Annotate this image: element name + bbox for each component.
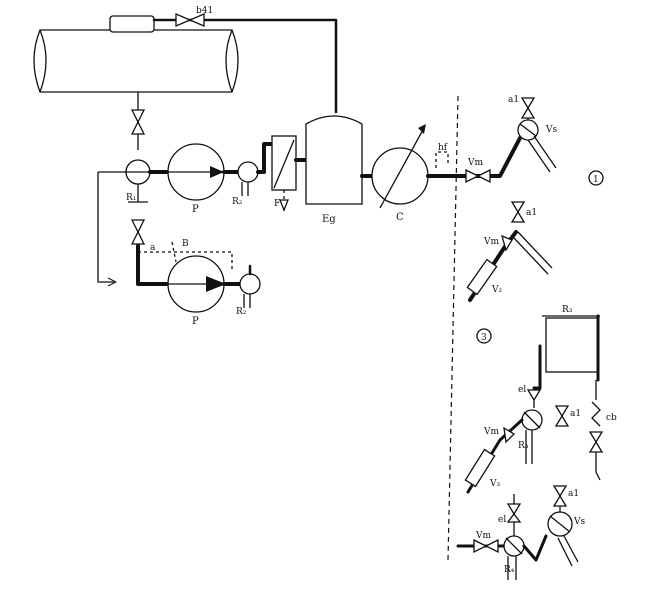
top-check-valve [175, 13, 205, 27]
tank-outlet-valve [130, 109, 146, 135]
vm-valve-4 [473, 538, 499, 554]
rotary-2b-label: R₂ [236, 307, 247, 317]
rotary-3-label: R₃ [518, 441, 529, 451]
el-1-label: el [518, 385, 526, 395]
rotary-1-label: R₁ [126, 193, 136, 203]
circle-2-marker [476, 328, 492, 344]
hf-tap [435, 151, 449, 168]
pipe-to-filter [256, 142, 274, 174]
v3-label: V₃ [489, 479, 500, 489]
r4-label: R₄ [504, 565, 515, 575]
bypass-label: B [182, 239, 189, 249]
vs-2-label: V₂ [491, 285, 502, 295]
filter-label: F [274, 199, 280, 209]
drain-line [97, 172, 114, 283]
vm-3-label: Vm [483, 427, 499, 437]
pump-1 [167, 143, 225, 201]
a-mark-label: a [150, 243, 156, 253]
pump-2-label: P [192, 316, 199, 327]
buffer-tank [305, 115, 363, 205]
rotary-selector-2b [239, 264, 261, 308]
vs-1-label: Vs [545, 125, 557, 135]
a1-2-label: a1 [526, 208, 537, 218]
pump-1-label: P [192, 204, 199, 215]
vm-2-label: Vm [483, 237, 499, 247]
flow-counter [371, 124, 429, 209]
bypass-valve [130, 219, 146, 245]
circle-2-label: 3 [481, 333, 487, 343]
vm-4-label: Vm [475, 531, 491, 541]
separator-line [447, 95, 459, 561]
vm-valve-1 [465, 168, 491, 184]
circle-1-marker [588, 170, 604, 186]
storage-tank [33, 15, 239, 93]
counter-label: C [396, 212, 404, 223]
a1-1-label: a1 [508, 95, 519, 105]
vs-4-label: Vs [573, 517, 585, 527]
a1-4-label: a1 [568, 489, 579, 499]
circle-1-label: 1 [593, 175, 599, 185]
drain-arrow [107, 277, 118, 287]
top-valve-label: b41 [196, 6, 213, 16]
pump-2-suction [136, 244, 172, 286]
buffer-tank-label: Eg [322, 214, 336, 225]
a1-3-label: a1 [570, 409, 581, 419]
cb-label: cb [606, 413, 617, 423]
rotary-2-label: R₂ [232, 197, 243, 207]
vm-valve-3 [503, 426, 516, 444]
hf-label: hf [438, 143, 448, 153]
pump-2 [167, 255, 226, 313]
option-4: Vm el R₄ a1 Vs [456, 485, 585, 580]
rotary-selector-2 [237, 161, 259, 196]
rotary-selector-1 [125, 159, 151, 185]
vm-valve-2 [501, 234, 513, 252]
option-3: R₃ cb el R₃ a1 Vm V₃ [464, 305, 617, 494]
bypass-line [138, 251, 233, 270]
el-2-label: el [498, 515, 506, 525]
vm-1-label: Vm [467, 158, 483, 168]
filter [271, 135, 297, 214]
tank-label: R₃ [562, 305, 573, 315]
option-1: Vm a1 Vs [460, 95, 557, 184]
option-2: a1 Vm V₂ [466, 201, 553, 302]
return-line: b41 [152, 6, 338, 114]
